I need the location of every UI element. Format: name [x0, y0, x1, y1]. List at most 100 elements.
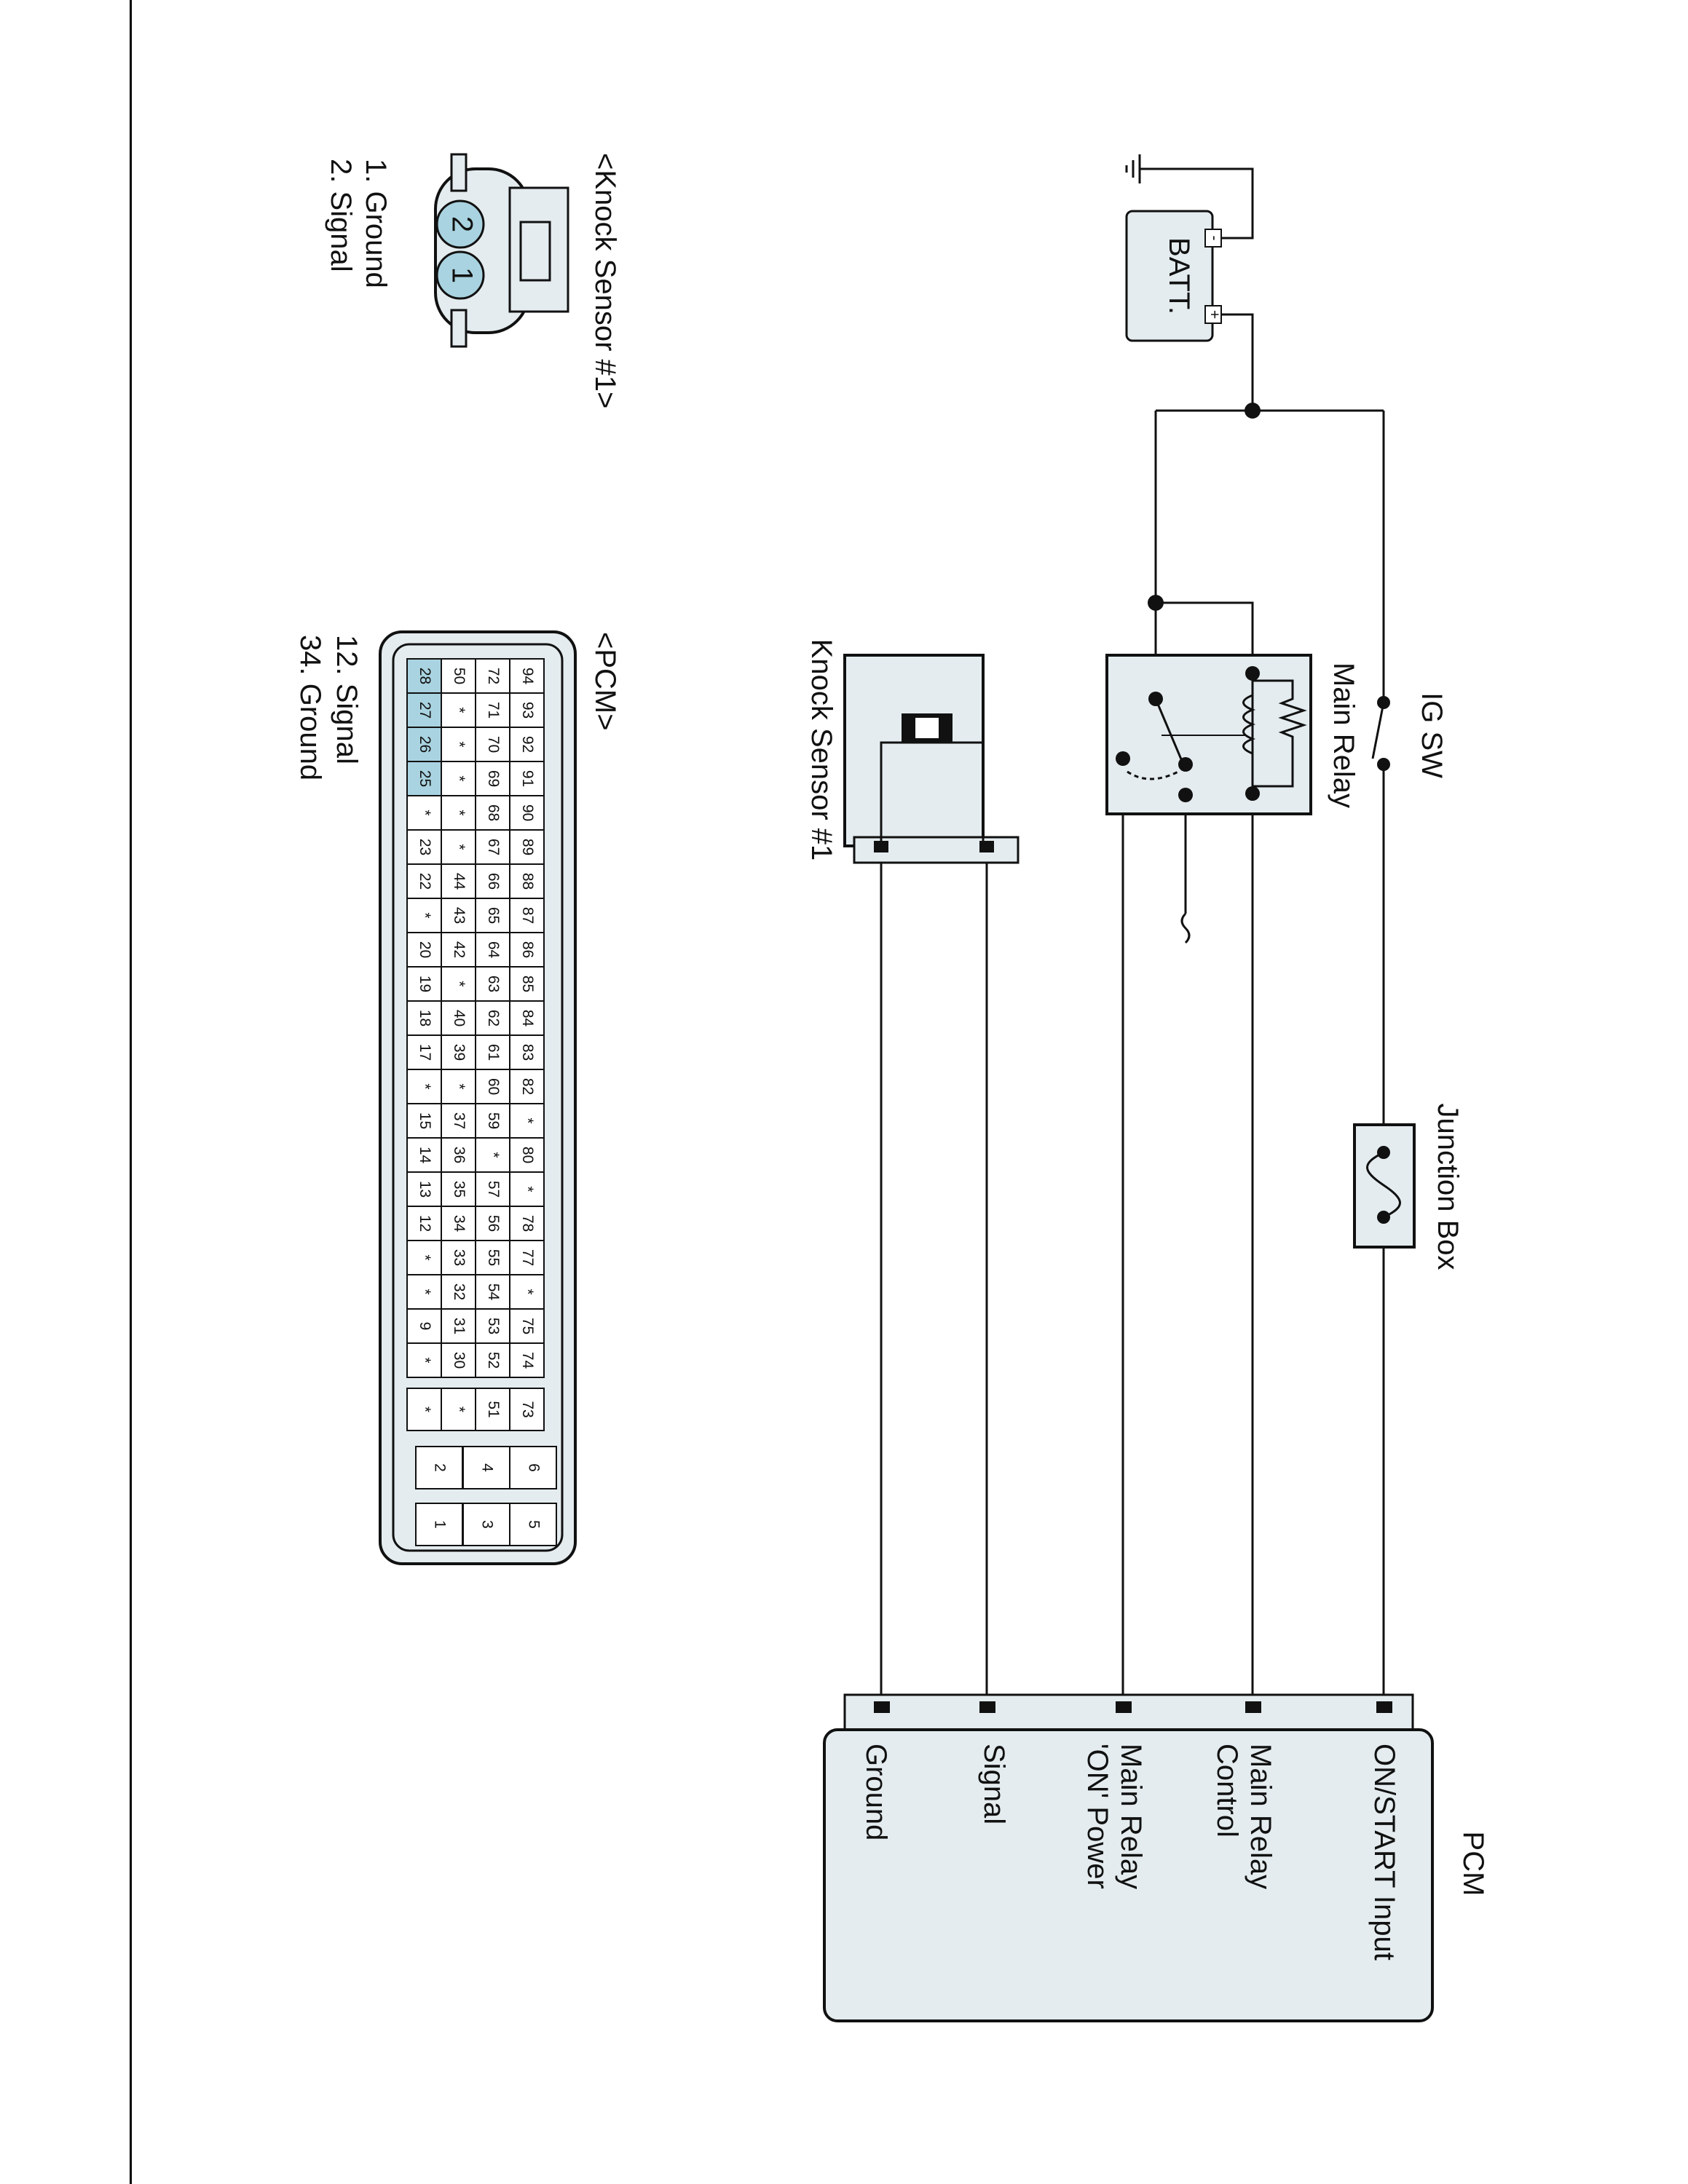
pcm-pin-label: 90 — [519, 804, 536, 821]
pin-ground-label: Ground — [860, 1744, 892, 1840]
pcm-pin-cell — [509, 1446, 557, 1489]
pcm-pin-label: 92 — [519, 736, 536, 753]
pcm-pin-cell — [475, 1069, 510, 1104]
pin-relay-control-label-2: Control — [1211, 1744, 1243, 1837]
ig-switch-label: IG SW — [1416, 692, 1448, 778]
ks-pin-1: 1 — [446, 267, 478, 283]
pcm-pin-label: 78 — [519, 1215, 536, 1232]
page-frame — [130, 0, 1688, 2184]
pcm-pin-cell — [475, 1034, 510, 1070]
knock-sensor-connector-view: <Knock Sensor #1> 2 1 1. Ground 2. Signa… — [325, 153, 621, 408]
pcm-pin-label: 91 — [519, 770, 536, 787]
pcm-pin-label: 39 — [451, 1044, 468, 1061]
pcm-pin-cell — [406, 1388, 442, 1431]
ks-connector-title: <Knock Sensor #1> — [589, 153, 621, 408]
pcm-pin-label: 54 — [485, 1283, 502, 1301]
pcm-pin-label: 89 — [519, 839, 536, 855]
pcm-pin-label: 26 — [417, 736, 433, 753]
pcm-pin-cell — [475, 1137, 510, 1173]
pcm-pin-label: 12 — [417, 1215, 433, 1232]
pcm-pin-cell — [475, 795, 510, 831]
pcm-pin-cell — [475, 658, 510, 694]
battery-positive-label: + — [1206, 310, 1223, 319]
pcm-pin-cell — [509, 1274, 545, 1310]
pcm-pin-label: 50 — [451, 668, 468, 684]
wires — [880, 167, 1385, 1707]
pcm-pin-label: 82 — [519, 1078, 536, 1095]
pcm-pin-label: 51 — [485, 1401, 502, 1417]
battery: - + BATT. — [1125, 210, 1223, 342]
pcm-pin-label: 56 — [485, 1215, 502, 1232]
battery-positive-wire — [1212, 313, 1254, 411]
pcm-pin-grid: 94939291908988878685848382*80*7877*75747… — [406, 658, 557, 1546]
pcm-pin-label: 5 — [525, 1520, 542, 1529]
ks-pin-2: 2 — [446, 216, 478, 232]
pcm-pin-label: 18 — [417, 1010, 433, 1026]
pcm-pin-label: 4 — [478, 1463, 495, 1472]
pcm-pin-label: 68 — [485, 804, 502, 821]
pin-relay-control-label-1: Main Relay — [1245, 1744, 1277, 1889]
pcm-pin-label: 28 — [417, 668, 433, 684]
pcm-pin-label: 70 — [485, 736, 502, 753]
pcm-pin-label: 60 — [485, 1078, 502, 1095]
pcm-pin-label: 40 — [451, 1010, 468, 1026]
pcm-pin-cell — [475, 1388, 510, 1431]
pcm-pin-label: 33 — [451, 1249, 468, 1266]
relay-on-power-wire — [1121, 794, 1186, 1707]
pcm-pin-cell — [406, 1308, 442, 1344]
pcm-pin-label: 44 — [451, 873, 468, 890]
pcm-pin-label: * — [451, 775, 468, 781]
pcm-pin-cell — [509, 1034, 545, 1070]
pcm-pin-cell — [441, 863, 476, 899]
pcm-pin-cell — [475, 1342, 510, 1378]
pcm-pin-label: 62 — [485, 1010, 502, 1026]
pcm-pin-label: * — [451, 810, 468, 815]
pcm-pin-label: * — [485, 1152, 502, 1158]
pcm-pin-label: 85 — [519, 976, 536, 992]
pcm-pin-label: 9 — [417, 1322, 433, 1331]
pcm-pin-cell — [441, 966, 476, 1002]
pcm-pin-cell — [406, 1274, 442, 1310]
pcm-pin-label: * — [519, 1289, 536, 1294]
pcm-pin-label: 20 — [417, 941, 433, 958]
pcm-pin-label: 22 — [417, 873, 433, 890]
pcm: PCM ON/START Input Main Relay Control Ma… — [823, 1693, 1489, 2022]
pcm-label: PCM — [1457, 1832, 1489, 1896]
ground-symbol — [1125, 154, 1141, 183]
pcm-pin-label: 66 — [485, 873, 502, 890]
pcm-pin-label: 84 — [519, 1010, 536, 1027]
pcm-legend-1: 12. Signal — [331, 635, 363, 764]
ks-legend-1: 1. Ground — [360, 159, 392, 288]
pcm-pin-label: 83 — [519, 1044, 536, 1061]
pin-on-start-label: ON/START Input — [1368, 1744, 1400, 1961]
pcm-pin-cell — [406, 1342, 442, 1378]
pin-relay-power-label-2: 'ON' Power — [1081, 1744, 1113, 1889]
pcm-pin-label: 43 — [451, 907, 468, 924]
main-relay-label: Main Relay — [1328, 662, 1360, 808]
relay-coil-feed-wire — [1156, 601, 1254, 659]
main-relay: Main Relay — [1105, 654, 1360, 815]
pcm-pin-label: * — [451, 741, 468, 747]
pcm-pin-label: 80 — [519, 1147, 536, 1163]
pcm-pin-label: 25 — [417, 770, 433, 787]
pcm-pin-label: * — [417, 1406, 433, 1412]
pcm-pin-cell — [509, 1388, 545, 1431]
pcm-pin-cell — [509, 1103, 545, 1139]
pcm-pin-cell — [406, 1034, 442, 1070]
knock-sensor: Knock Sensor #1 — [805, 639, 1019, 864]
pcm-pin-cell — [509, 863, 545, 899]
pcm-pin-label: * — [417, 1357, 433, 1363]
pcm-pin-cell — [406, 1206, 442, 1241]
pcm-pin-cell — [475, 1206, 510, 1241]
pcm-pin-cell — [441, 1137, 476, 1173]
pcm-pin-cell — [406, 1103, 442, 1139]
pcm-pin-cell — [406, 1137, 442, 1173]
pcm-pin-label: * — [451, 981, 468, 986]
pcm-pin-label: 72 — [485, 668, 502, 684]
pcm-pin-label: * — [451, 707, 468, 713]
pin-relay-power-label-1: Main Relay — [1115, 1744, 1147, 1889]
pcm-pin-label: 52 — [485, 1352, 502, 1369]
pcm-pin-label: 77 — [519, 1249, 536, 1266]
junction-box-label: Junction Box — [1432, 1103, 1464, 1270]
